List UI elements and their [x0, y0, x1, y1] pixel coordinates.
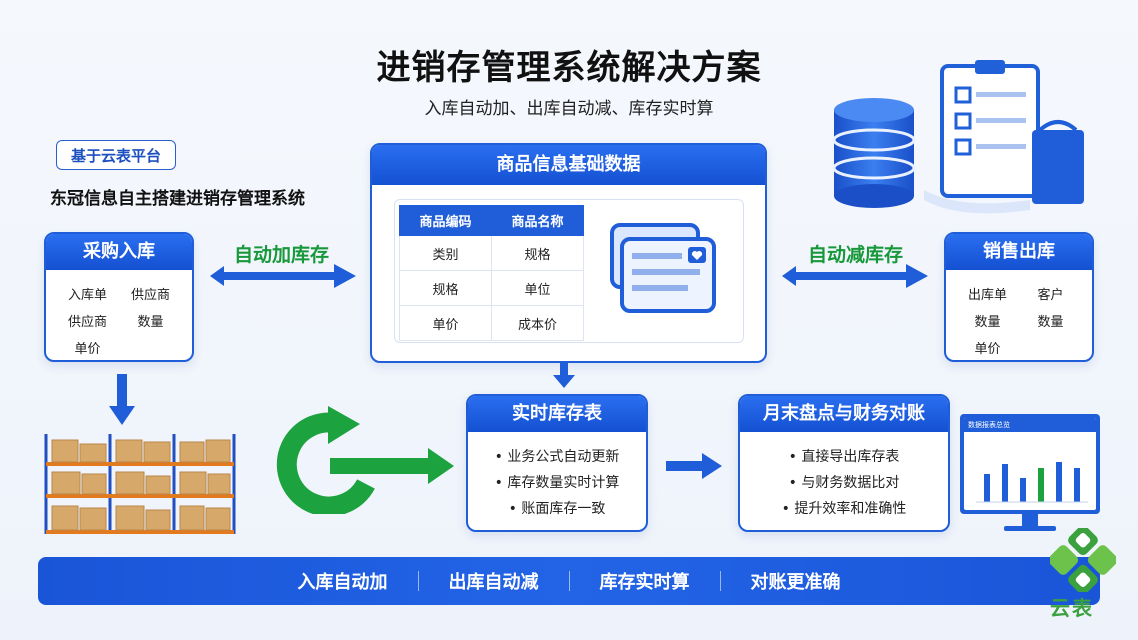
inventory-card-title: 实时库存表	[468, 396, 646, 432]
right-arrow-icon	[782, 264, 928, 288]
down-arrow-icon	[109, 374, 135, 425]
goods-header: 商品名称	[491, 205, 584, 236]
bar-chart-graphic	[976, 462, 1088, 503]
list-item: 与财务数据比对	[740, 470, 948, 496]
table-row: 类别 规格	[399, 235, 584, 271]
goods-cell: 类别	[399, 235, 492, 271]
purchase-field: 单价	[74, 342, 101, 357]
page-subtitle: 入库自动加、出库自动减、库存实时算	[424, 99, 714, 119]
yunbiao-logo-icon	[1050, 528, 1116, 592]
divider	[568, 571, 570, 591]
sales-field: 数量	[974, 315, 1001, 330]
folder-icon	[1032, 130, 1084, 204]
goods-cell: 规格	[399, 270, 492, 306]
app-window-icon	[610, 223, 716, 313]
database-icon	[832, 98, 916, 208]
summary-item: 出库自动减	[448, 572, 539, 593]
list-item: 账面库存一致	[468, 496, 646, 522]
list-item: 直接导出库存表	[740, 444, 948, 470]
goods-card-title: 商品信息基础数据	[372, 145, 765, 185]
inventory-card: 实时库存表 业务公式自动更新 库存数量实时计算 账面库存一致	[466, 394, 648, 532]
purchase-card: 采购入库 入库单 供应商 供应商 数量 单价	[44, 232, 194, 362]
table-row: 规格 单位	[399, 270, 584, 306]
finance-card: 月末盘点与财务对账 直接导出库存表 与财务数据比对 提升效率和准确性	[738, 394, 950, 532]
goods-cell: 成本价	[491, 305, 584, 341]
sales-card: 销售出库 出库单 客户 数量 数量 单价	[944, 232, 1094, 362]
bottom-summary-bar: 入库自动加 出库自动减 库存实时算 对账更准确	[38, 557, 1100, 605]
goods-table: 商品编码 商品名称 类别 规格 规格 单位 单价 成本价	[399, 205, 584, 341]
purchase-field: 入库单	[67, 288, 107, 303]
right-arrow-icon	[666, 453, 722, 479]
goods-header: 商品编码	[399, 205, 492, 236]
sales-field: 客户	[1037, 288, 1064, 303]
list-item: 库存数量实时计算	[468, 470, 646, 496]
auto-add-label: 自动加库存	[234, 244, 330, 266]
monitor-chart-icon: 数据报表总览	[960, 414, 1100, 534]
page-title: 进销存管理系统解决方案	[376, 48, 762, 88]
summary-item: 库存实时算	[599, 572, 690, 593]
list-item: 业务公式自动更新	[468, 444, 646, 470]
yunbiao-logo-text: 云表	[1050, 596, 1094, 620]
refresh-cycle-icon	[276, 406, 454, 514]
document-clipboard-icon	[924, 60, 1084, 214]
purchase-field: 数量	[137, 315, 164, 330]
table-row: 单价 成本价	[399, 305, 584, 341]
summary-item: 对账更准确	[750, 572, 841, 593]
goods-cell: 规格	[491, 235, 584, 271]
monitor-title: 数据报表总览	[964, 418, 1096, 432]
summary-item: 入库自动加	[297, 572, 388, 593]
purchase-field: 供应商	[67, 315, 107, 330]
sales-field: 出库单	[967, 288, 1007, 303]
down-arrow-icon	[553, 363, 575, 388]
divider	[719, 571, 721, 591]
finance-card-title: 月末盘点与财务对账	[740, 396, 948, 432]
sales-field: 数量	[1037, 315, 1064, 330]
purchase-field: 供应商	[130, 288, 170, 303]
sales-field: 单价	[974, 342, 1001, 357]
right-arrow-icon	[210, 264, 356, 288]
goods-cell: 单位	[491, 270, 584, 306]
intro-text: 东冠信息自主搭建进销存管理系统	[50, 189, 305, 209]
auto-subtract-label: 自动减库存	[808, 244, 904, 266]
goods-cell: 单价	[399, 305, 492, 341]
platform-badge: 基于云表平台	[56, 140, 176, 170]
sales-card-title: 销售出库	[946, 234, 1092, 270]
divider	[417, 571, 419, 591]
goods-card: 商品信息基础数据 商品编码 商品名称 类别 规格 规格 单位 单价 成本价	[370, 143, 767, 363]
warehouse-shelf-icon	[44, 434, 236, 534]
purchase-card-title: 采购入库	[46, 234, 192, 270]
list-item: 提升效率和准确性	[740, 496, 948, 522]
